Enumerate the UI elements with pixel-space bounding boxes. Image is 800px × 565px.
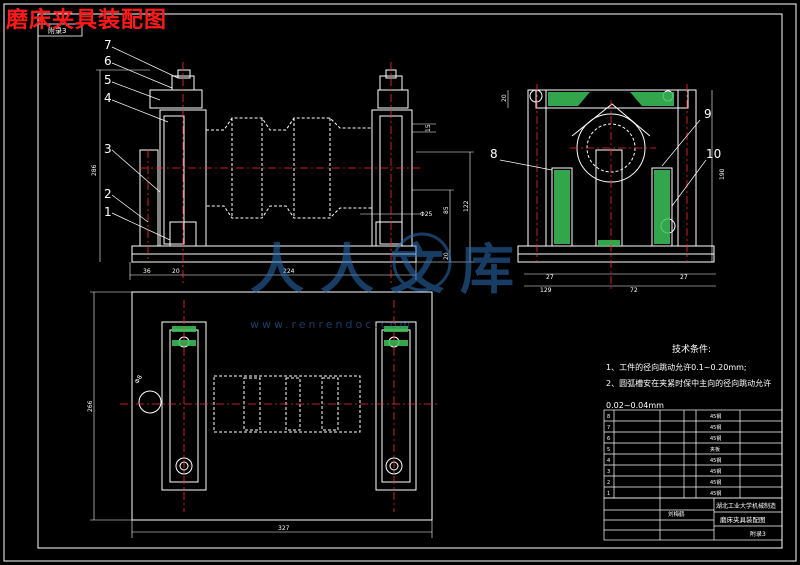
bom-material: 45钢 [710, 457, 721, 464]
bom-row-num: 6 [607, 436, 610, 442]
front-centerlines [140, 62, 420, 285]
top-centerlines [120, 300, 440, 512]
dim-base-left: 36 [143, 268, 151, 275]
dim-right-low: 27 [680, 274, 688, 281]
bom-materials: 45钢 45钢 45钢 夹板 45钢 45钢 45钢 45钢 [710, 413, 721, 497]
part-number: 2 [104, 187, 112, 201]
dim-right-height: 190 [719, 168, 726, 180]
bom-row-num: 8 [607, 414, 610, 420]
sheet-tab-box [37, 23, 83, 37]
bom-material: 45钢 [710, 479, 721, 486]
part-number: 9 [704, 107, 712, 121]
bom-row-num: 3 [607, 469, 610, 475]
side-centerlines [536, 84, 688, 290]
dim-left-height: 286 [91, 164, 98, 176]
front-dim-labels: 286 224 36 20 122 85 Φ25 15 20 [91, 124, 470, 275]
dim-bottom-small: 20 [443, 252, 450, 260]
dim-bottom-right: 72 [630, 287, 638, 294]
front-leaders [111, 46, 179, 241]
bom-material: 45钢 [710, 435, 721, 442]
side-view [507, 89, 716, 287]
tech-tail: 0.02~0.04mm [606, 401, 664, 410]
dim-hole: Φ8 [134, 374, 144, 385]
inner-frame [37, 13, 783, 549]
side-dim-labels: 20 190 27 27 129 72 [501, 94, 726, 294]
tech-requirements: 技术条件: 1、工件的径向跳动允许0.1~0.20mm; 2、圆弧槽安在夹紧时保… [606, 343, 771, 410]
tech-item-1: 1、工件的径向跳动允许0.1~0.20mm; [606, 362, 747, 372]
dim-right-height: 122 [463, 200, 470, 212]
bom-material: 45钢 [710, 424, 721, 431]
top-hole [138, 390, 162, 414]
dim-total-width: 224 [283, 268, 295, 275]
part-number: 8 [490, 147, 498, 161]
bom-row-num: 5 [607, 447, 610, 453]
title-block-school: 湖北工业大学机械制造 [716, 502, 776, 510]
dim-width: 327 [278, 525, 290, 532]
tech-heading: 技术条件: [672, 343, 711, 355]
side-hatch [548, 92, 674, 246]
dim-base-step: 20 [172, 268, 180, 275]
side-part-numbers: 8 9 10 [490, 107, 721, 161]
sheet-tab: 附录3 [48, 26, 66, 35]
part-number: 3 [104, 142, 112, 156]
bom-material: 夹板 [710, 446, 720, 453]
bom-row-num: 1 [607, 491, 610, 497]
dim-height: 266 [87, 400, 94, 412]
dim-left-low: 27 [546, 274, 554, 281]
part-number: 6 [104, 54, 112, 68]
dim-left-top: 20 [501, 94, 508, 102]
part-number: 7 [104, 38, 112, 52]
title-block-designer: 刘梅鹤 [668, 510, 685, 518]
bom-row-num: 2 [607, 480, 610, 486]
dim-right-small: 15 [425, 124, 432, 132]
bom-material: 45钢 [710, 468, 721, 475]
part-number: 4 [104, 91, 112, 105]
bom-table [603, 409, 783, 541]
dim-bore: Φ25 [420, 211, 433, 218]
bom-material: 45钢 [710, 490, 721, 497]
front-right-bracket [371, 109, 413, 247]
bom-row-numbers: 8 7 6 5 4 3 2 1 [607, 414, 610, 497]
bom-material: 45钢 [710, 413, 721, 420]
front-part-numbers: 7 6 5 4 3 2 1 [104, 38, 112, 219]
front-view [96, 69, 474, 280]
dim-bottom-left: 129 [540, 287, 552, 294]
dim-mid-height: 85 [443, 206, 450, 214]
watermark: 人人文库 www.renrendoc.com [250, 232, 530, 331]
watermark-cn: 人人文库 [250, 238, 530, 301]
tech-item-2: 2、圆弧槽安在夹紧时保中主向的径向跳动允许 [606, 378, 771, 388]
title-block-drawing-name: 磨床夹具装配图 [720, 515, 766, 524]
bom-row-num: 7 [607, 425, 610, 431]
outer-frame [3, 3, 797, 562]
title-block-sheet-no: 附录3 [750, 530, 766, 538]
drawing-title: 磨床夹具装配图 [6, 7, 168, 33]
top-dim-labels: 327 266 Φ8 [87, 374, 290, 532]
part-number: 10 [706, 147, 721, 161]
part-number: 5 [104, 73, 112, 87]
part-number: 1 [104, 205, 112, 219]
bom-row-num: 4 [607, 458, 610, 464]
top-base-plate [131, 291, 433, 521]
side-leaders [499, 119, 707, 207]
watermark-url: www.renrendoc.com [250, 318, 413, 331]
title-block-text: 湖北工业大学机械制造 磨床夹具装配图 附录3 刘梅鹤 [668, 502, 776, 538]
